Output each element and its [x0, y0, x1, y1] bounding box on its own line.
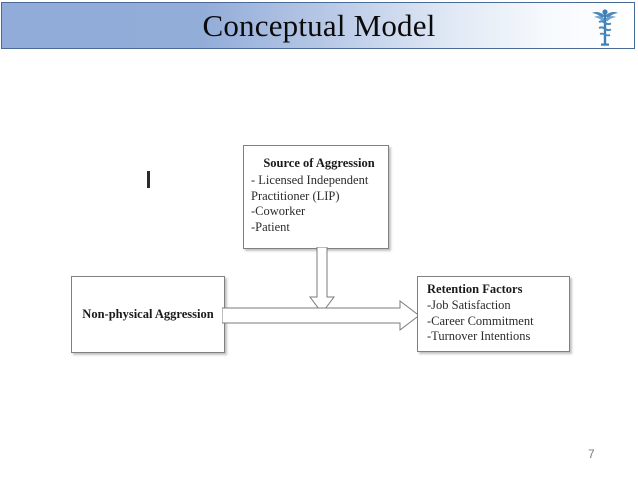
box-title: Retention Factors — [427, 282, 523, 296]
list-item: Practitioner (LIP) — [251, 188, 340, 203]
list-item: -Turnover Intentions — [427, 329, 531, 343]
box-item-list: -Job Satisfaction -Career Commitment -Tu… — [418, 297, 569, 345]
list-item: -Job Satisfaction — [427, 298, 511, 312]
text-cursor-mark — [147, 171, 150, 188]
arrow-down-icon — [309, 247, 335, 314]
list-item: -Career Commitment — [427, 313, 534, 328]
box-title: Source of Aggression — [263, 156, 375, 170]
list-item: -Patient — [251, 219, 290, 234]
diagram-box-non-physical-aggression[interactable]: Non-physical Aggression — [71, 276, 225, 353]
diagram-box-source-of-aggression[interactable]: Source of Aggression - Licensed Independ… — [243, 145, 389, 249]
slide-title-bar: Conceptual Model — [1, 2, 635, 49]
box-item-list: - Licensed Independent Practitioner (LIP… — [244, 171, 388, 235]
list-item: -Coworker — [251, 204, 306, 218]
arrow-right-icon — [222, 300, 420, 332]
diagram-box-retention-factors[interactable]: Retention Factors -Job Satisfaction -Car… — [417, 276, 570, 352]
list-item: - Licensed Independent — [251, 173, 369, 187]
box-title: Non-physical Aggression — [82, 307, 214, 321]
page-number: 7 — [588, 447, 595, 461]
page-title: Conceptual Model — [202, 8, 436, 43]
caduceus-icon — [592, 9, 618, 46]
